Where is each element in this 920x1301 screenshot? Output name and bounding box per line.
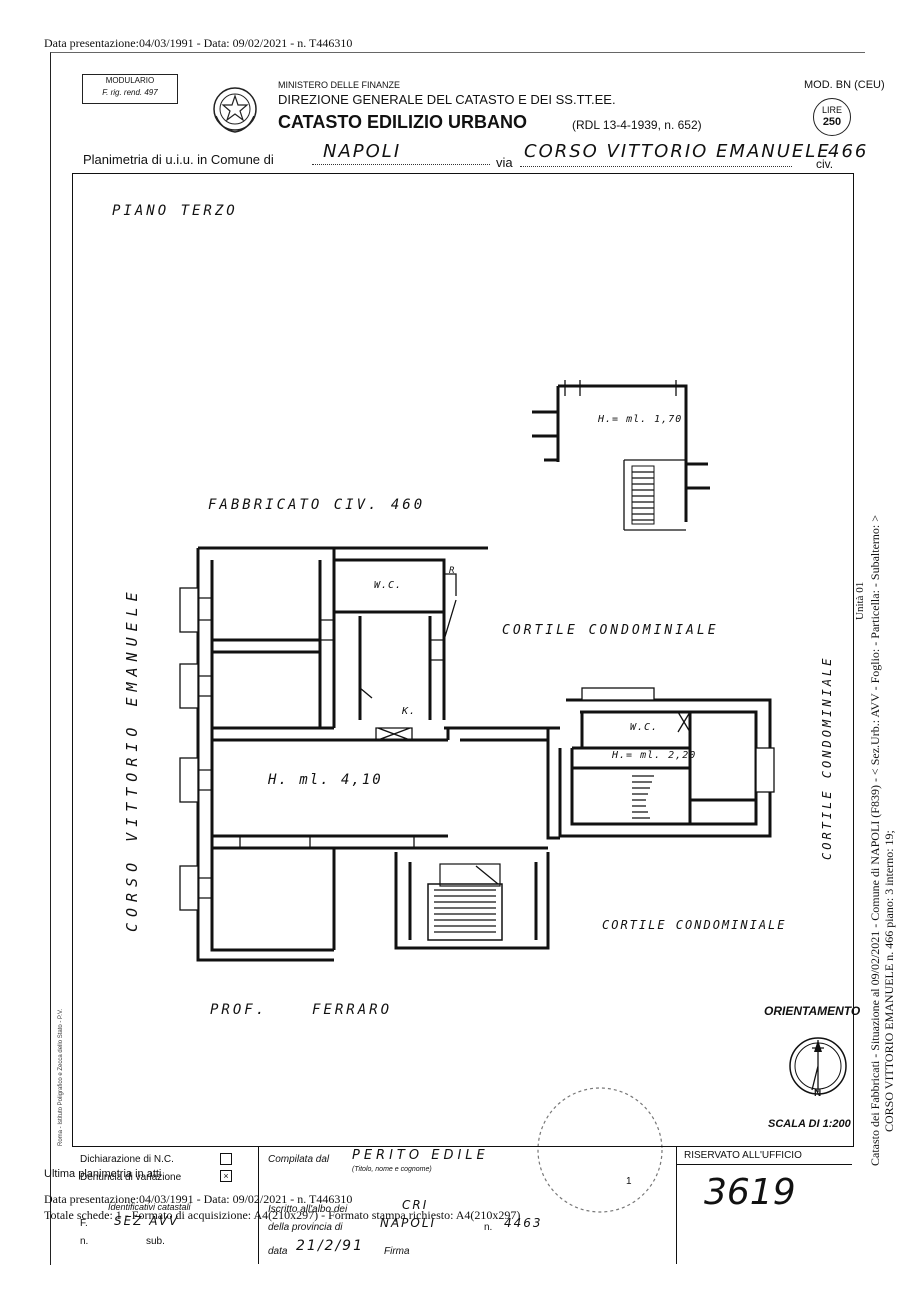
catasto-title: CATASTO EDILIZIO URBANO [278, 112, 527, 132]
publisher-note: Roma - Istituto Poligrafico e Zecca dell… [58, 1008, 64, 1146]
iscritto-label: Iscritto all'albo dei [268, 1204, 348, 1215]
albo-value: CRI [402, 1198, 429, 1212]
lire-label: LIRE [821, 105, 842, 115]
cortile-bottom-label: CORTILE CONDOMINIALE [602, 918, 787, 932]
sez-value: SEZ AVV [114, 1214, 180, 1228]
sheet-one: 1 [626, 1176, 632, 1187]
n2-value: 4463 [504, 1216, 543, 1230]
right-stair [632, 775, 654, 819]
identificativi-label: Identificativi catastali [108, 1202, 191, 1212]
cortile-right-label: CORTILE CONDOMINIALE [820, 655, 834, 861]
firma-label: Firma [384, 1246, 410, 1257]
via-label: via [496, 155, 513, 170]
riservato-label: RISERVATO ALL'UFFICIO [684, 1150, 802, 1161]
dichiarazione-label: Dichiarazione di N.C. [80, 1154, 174, 1165]
civ-value: 466 [828, 141, 869, 162]
n2-label: n. [484, 1222, 493, 1233]
lire-stamp: LIRE 250 [813, 98, 851, 136]
upper-room [532, 380, 710, 531]
bottom-divider-1 [258, 1146, 259, 1264]
modulario-label: MODULARIO [105, 76, 155, 85]
scale-label: SCALA DI 1:200 [768, 1118, 851, 1130]
denuncia-checkbox-checked: × [220, 1170, 232, 1182]
right-wing [558, 687, 775, 838]
height-small-label: H.= ml. 1,70 [598, 414, 683, 425]
denuncia-label: Denuncia di variazione [80, 1172, 182, 1183]
north-label: N [814, 1088, 822, 1099]
compilata-value: PERITO EDILE [352, 1148, 489, 1163]
dichiarazione-checkbox [220, 1153, 232, 1165]
orientamento-label: ORIENTAMENTO [764, 1004, 861, 1018]
comune-dots [312, 164, 490, 165]
f-label: F. [80, 1218, 88, 1229]
height-mid-label: H.= ml. 2,20 [612, 750, 697, 761]
rdl-reference: (RDL 13-4-1939, n. 652) [572, 118, 702, 132]
compilata-label: Compilata dal [268, 1154, 330, 1165]
neighbor-name-label: FERRARO [312, 1002, 393, 1018]
republic-emblem [210, 82, 260, 136]
main-apartment [179, 548, 560, 962]
footer-line2: Totale schede: 1 - Formato di acquisizio… [44, 1208, 521, 1222]
planimetria-label: Planimetria di u.i.u. in Comune di [83, 152, 274, 167]
civ-label: civ. [816, 157, 834, 171]
via-value: CORSO VITTORIO EMANUELE [524, 141, 831, 162]
via-dots [520, 166, 792, 167]
direction: DIREZIONE GENERALE DEL CATASTO E DEI SS.… [278, 92, 616, 107]
street-label: CORSO VITTORIO EMANUELE [123, 586, 141, 932]
compass [789, 1037, 847, 1095]
office-stamp [537, 1087, 663, 1213]
provincia-value: NAPOLI [380, 1216, 437, 1230]
comune-value: NAPOLI [323, 141, 402, 162]
cortile-top-label: CORTILE CONDOMINIALE [502, 623, 719, 638]
model-code: MOD. BN (CEU) [804, 79, 885, 91]
riservato-rule [676, 1164, 852, 1165]
modulario-box: MODULARIO F. rig. rend. 497 [82, 74, 178, 104]
bottom-divider-2 [676, 1146, 677, 1264]
wc2-label: W.C. [630, 722, 659, 733]
side-text-line2: CORSO VITTORIO EMANUELE n. 466 piano: 3 … [882, 830, 896, 1132]
office-number: 3619 [704, 1172, 796, 1213]
modulario-ref: F. rig. rend. 497 [102, 88, 158, 97]
data-label: data [268, 1246, 288, 1257]
side-text-line1: Catasto dei Fabbricati - Situazione al 0… [868, 515, 882, 1166]
footer-line1: Data presentazione:04/03/1991 - Data: 09… [44, 1192, 353, 1206]
wc1-label: W.C. [374, 580, 403, 591]
side-text-line3: Unità 01 [854, 581, 866, 620]
bottom-form-box [72, 1146, 852, 1265]
floor-label: PIANO TERZO [112, 203, 238, 219]
fabbricato-label: FABBRICATO CIV. 460 [208, 497, 426, 513]
ministry: MINISTERO DELLE FINANZE [278, 80, 401, 90]
neighbor-prof-label: PROF. [210, 1002, 268, 1018]
titolo-hint: (Titolo, nome e cognome) [352, 1166, 432, 1173]
height-main-label: H. ml. 4,10 [268, 772, 383, 788]
ultima-planimetria: Ultima planimetria in atti [44, 1168, 162, 1180]
sub-label: sub. [146, 1236, 165, 1247]
form-border [50, 52, 865, 1265]
stair-core [394, 852, 550, 950]
upper-stair [631, 465, 655, 525]
kitchen-label: K. [402, 706, 417, 717]
header-stamp: Data presentazione:04/03/1991 - Data: 09… [44, 36, 353, 50]
data-value: 21/2/91 [296, 1238, 364, 1254]
n-label: n. [80, 1236, 89, 1247]
r-label: R [449, 566, 455, 576]
provincia-label: della provincia di [268, 1222, 343, 1233]
lire-value: 250 [822, 116, 842, 128]
